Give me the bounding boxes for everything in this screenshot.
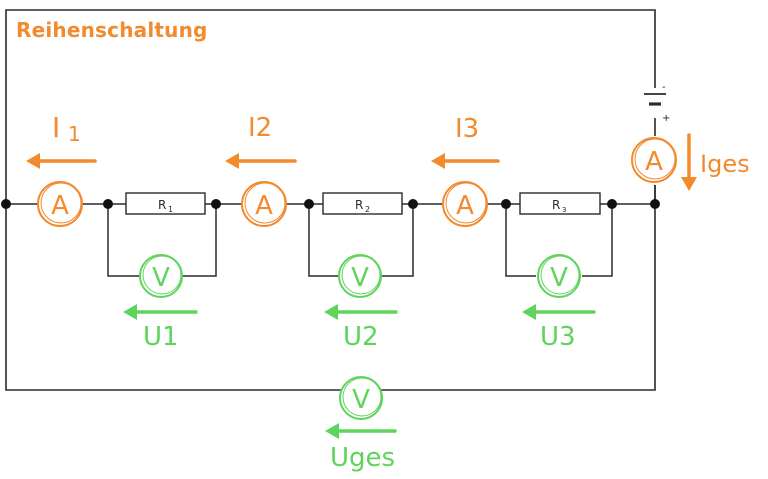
resistor-r2-label: R xyxy=(355,198,363,212)
battery-symbol: - + xyxy=(644,82,670,124)
current-label-3: I3 xyxy=(455,114,479,144)
ammeter-2: A xyxy=(241,181,287,227)
junction-dots xyxy=(1,199,660,209)
current-label-1-sub: 1 xyxy=(68,122,81,146)
voltage-arrows xyxy=(123,304,596,439)
resistor-r3: R 3 xyxy=(519,192,601,215)
voltage-label-total: Uges xyxy=(330,443,395,473)
voltmeter-3: V xyxy=(537,254,581,298)
battery-minus: - xyxy=(662,82,666,93)
outer-wires xyxy=(5,9,656,391)
resistor-r3-label: R xyxy=(552,198,560,212)
current-label-2: I2 xyxy=(248,113,272,143)
voltage-label-2: U2 xyxy=(343,322,379,352)
resistor-r3-sub: 3 xyxy=(562,206,566,214)
voltmeter-2-symbol: V xyxy=(351,263,369,293)
resistor-r2: R 2 xyxy=(322,192,403,215)
voltage-label-1: U1 xyxy=(143,322,179,352)
ammeter-2-symbol: A xyxy=(255,191,273,221)
current-labels: I 1 I2 I3 Iges xyxy=(52,111,750,178)
ammeter-1-symbol: A xyxy=(51,191,69,221)
ammeter-3: A xyxy=(442,181,488,227)
ammeter-total-symbol: A xyxy=(645,147,663,177)
diagram-title: Reihenschaltung xyxy=(16,18,208,42)
voltage-label-3: U3 xyxy=(540,322,576,352)
voltage-labels: U1 U2 U3 Uges xyxy=(143,322,576,473)
current-label-1: I xyxy=(52,111,60,144)
voltmeter-1: V xyxy=(139,254,183,298)
resistor-r1: R 1 xyxy=(125,192,206,215)
current-arrows xyxy=(26,133,697,191)
voltmeter-total-symbol: V xyxy=(352,385,370,415)
ammeter-1: A xyxy=(37,181,83,227)
current-label-total: Iges xyxy=(700,150,750,178)
voltmeter-total: V xyxy=(339,376,383,420)
voltmeter-loops xyxy=(107,204,613,277)
voltmeter-2: V xyxy=(338,254,382,298)
voltmeter-3-symbol: V xyxy=(550,263,568,293)
ammeter-total: A xyxy=(631,137,677,183)
resistor-r1-sub: 1 xyxy=(168,205,173,214)
ammeter-3-symbol: A xyxy=(456,191,474,221)
resistor-r1-label: R xyxy=(158,198,166,212)
resistor-r2-sub: 2 xyxy=(365,205,370,214)
voltmeter-1-symbol: V xyxy=(152,263,170,293)
battery-plus: + xyxy=(662,113,670,124)
